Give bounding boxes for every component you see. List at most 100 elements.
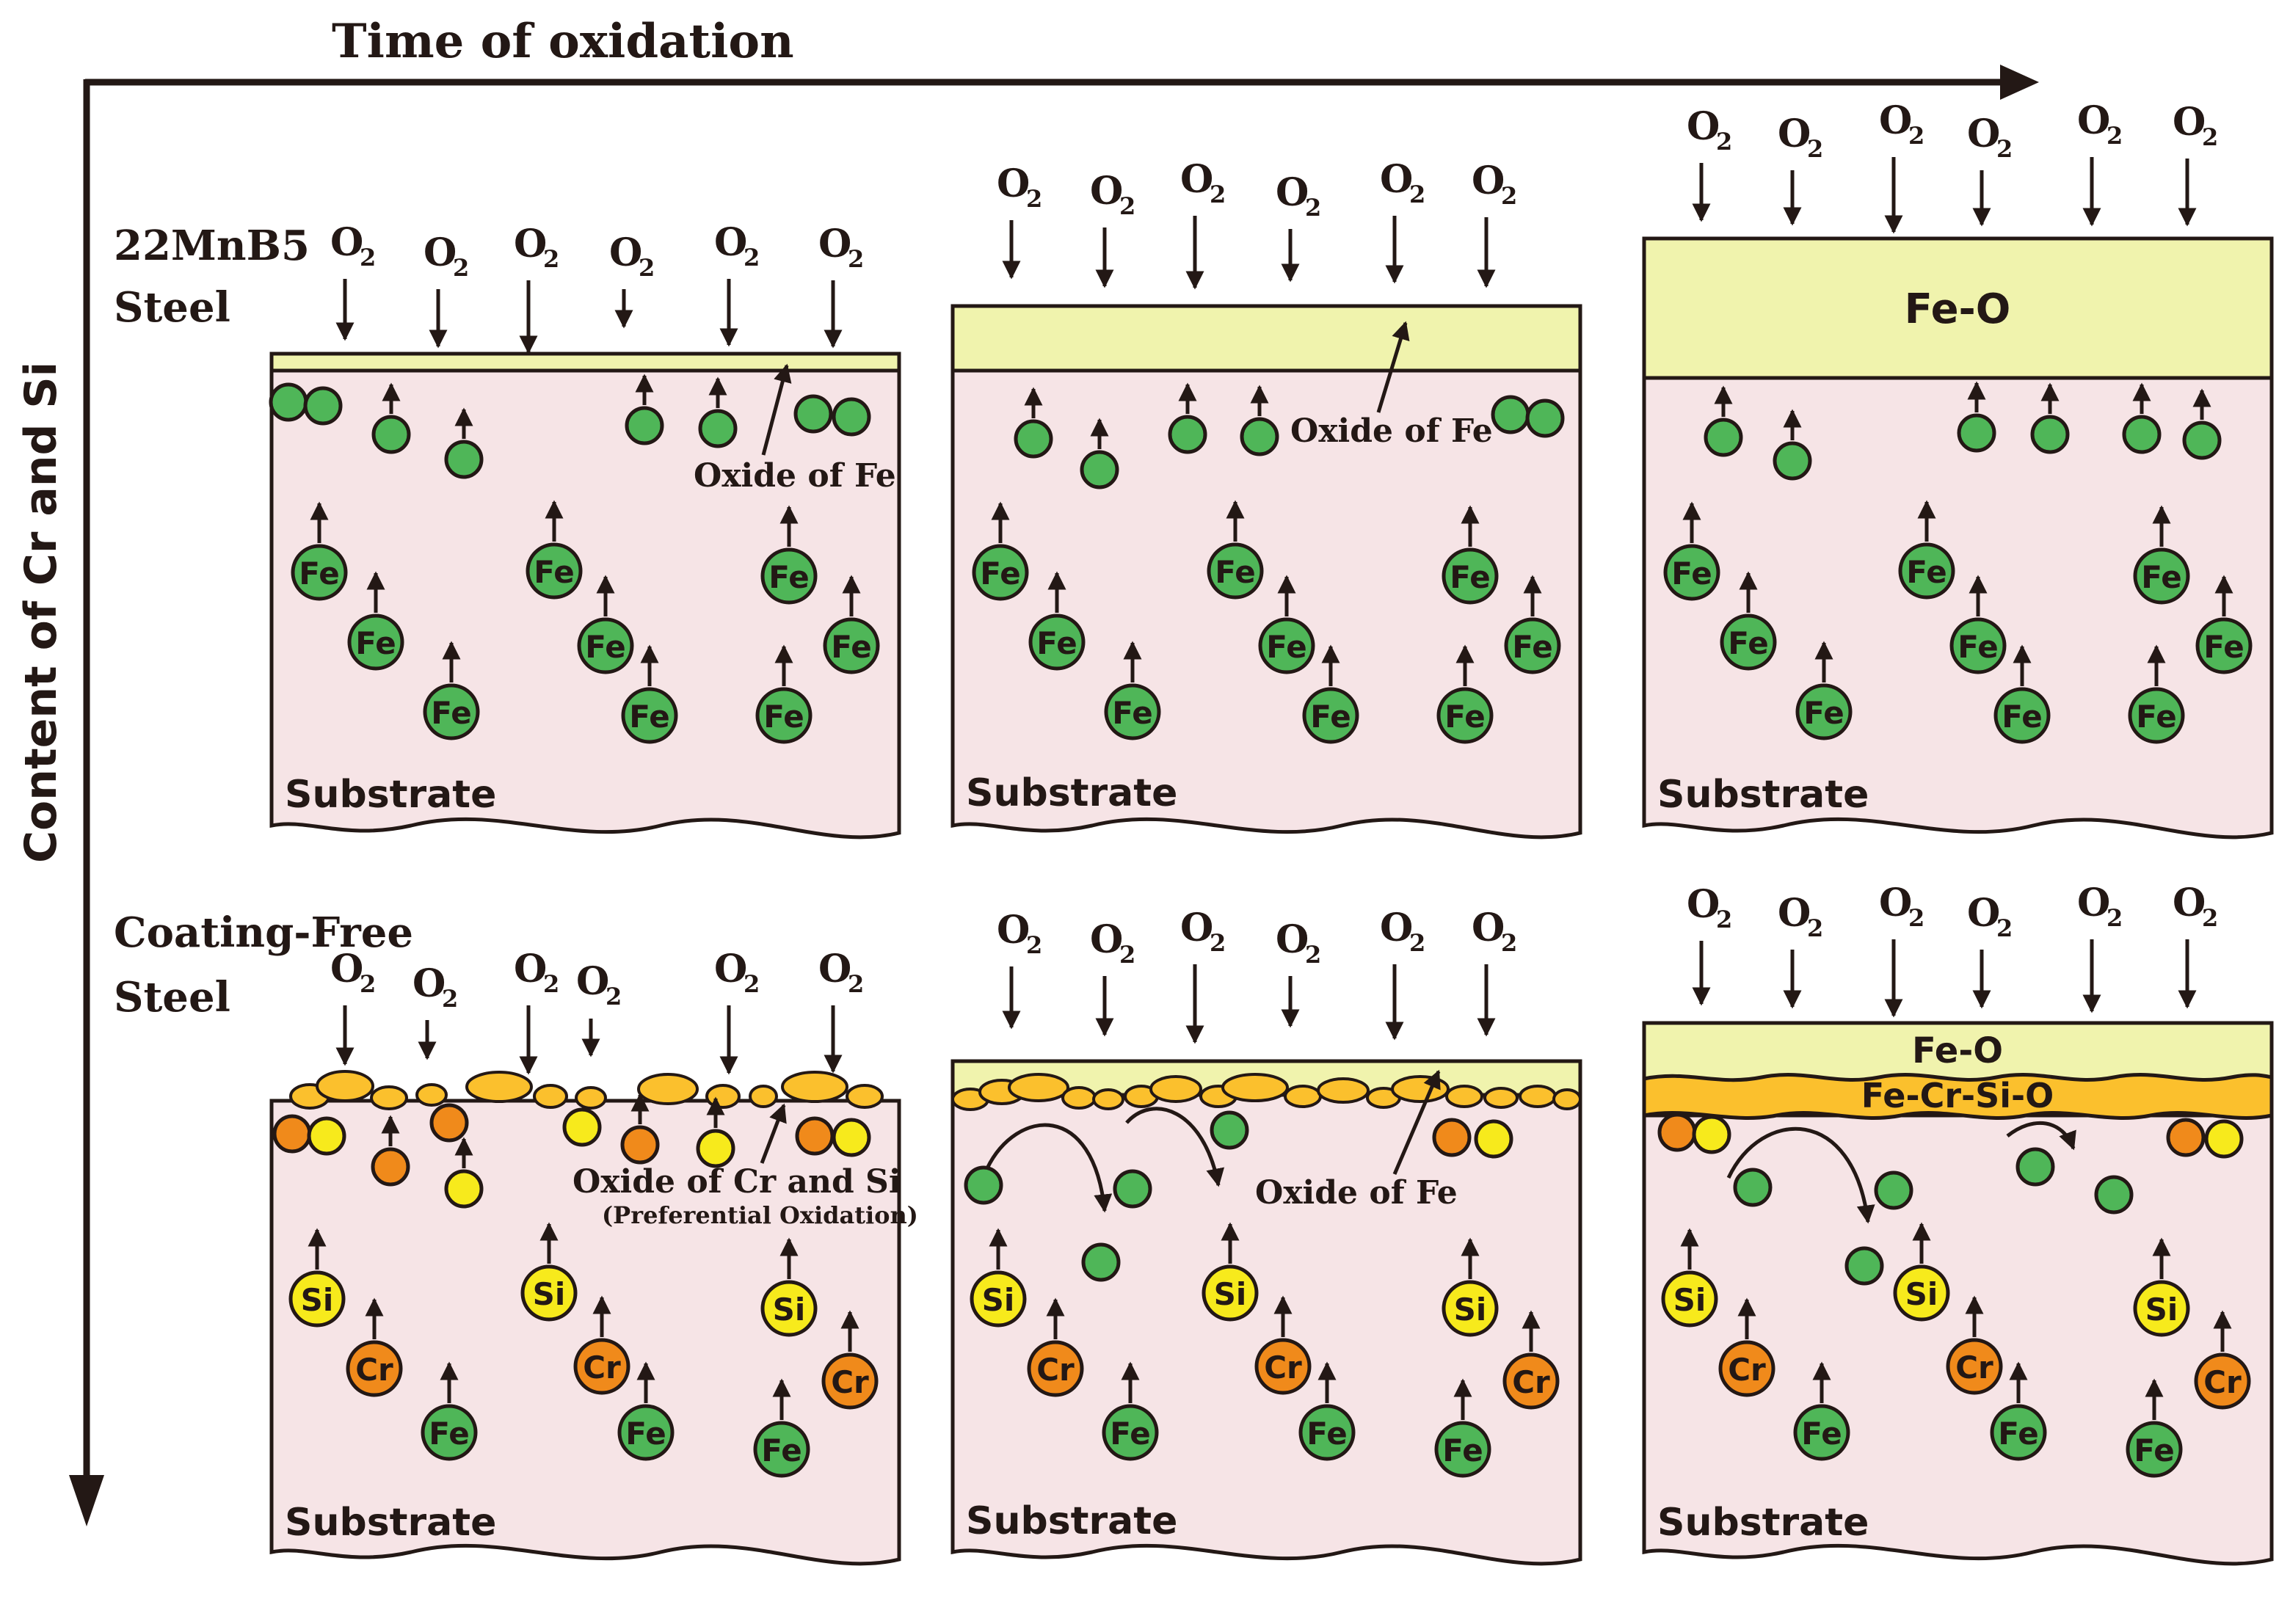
iron-atom-icon: Fe (1207, 500, 1264, 600)
svg-text:O: O (412, 961, 446, 1006)
fe-oxide-film (950, 304, 1582, 373)
svg-text:O: O (2173, 100, 2206, 145)
silicon-small-atom-icon (562, 1107, 602, 1147)
fe-oxide-annotation: Oxide of Fe (1255, 1174, 1458, 1212)
silicon-atom-icon: Si (760, 1237, 818, 1337)
svg-text:Fe: Fe (2203, 629, 2244, 665)
iron-atom-icon: Fe (1104, 641, 1161, 740)
x-axis-arrowhead (2000, 65, 2039, 100)
annotation-pointer (761, 363, 792, 456)
svg-text:Si: Si (533, 1276, 566, 1312)
oxygen-molecule-icon: O2 (514, 947, 559, 1075)
svg-text:2: 2 (1119, 941, 1135, 969)
iron-atom-icon: Fe (577, 575, 634, 674)
svg-text:O: O (1380, 157, 1413, 202)
svg-text:O: O (1879, 98, 1912, 143)
svg-text:O: O (2077, 881, 2110, 925)
oxygen-molecule-icon: O2 (412, 961, 458, 1060)
svg-text:Fe: Fe (2136, 699, 2176, 735)
iron-atom-icon: Fe (291, 501, 348, 601)
iron-small-atom-icon (1240, 385, 1279, 456)
oxygen-molecule-icon: O2 (818, 947, 864, 1074)
iron-atom-icon: Fe (1949, 575, 2007, 674)
svg-text:Fe: Fe (763, 699, 804, 735)
chromium-atom-icon: Cr (1718, 1297, 1775, 1397)
oxygen-molecule-icon: O2 (609, 230, 655, 329)
oxygen-molecule-icon: O2 (1090, 169, 1135, 288)
iron-atom-icon: Fe (1793, 1361, 1850, 1461)
preferential-oxidation-note: (Preferential Oxidation) (602, 1201, 918, 1229)
fe-oxide-film (269, 352, 901, 373)
svg-text:Fe: Fe (299, 556, 339, 591)
svg-text:2: 2 (1716, 128, 1732, 156)
y-axis-arrowhead (69, 1475, 104, 1526)
svg-text:O: O (1778, 891, 1811, 936)
chromium-small-atom-icon (371, 1115, 410, 1187)
silicon-small-atom-icon (1692, 1115, 1731, 1154)
oxygen-molecule-icon: O2 (1967, 891, 2013, 1009)
silicon-atom-icon: Si (520, 1222, 578, 1322)
svg-text:Fe: Fe (1036, 625, 1077, 661)
iron-atom-icon: Fe (2133, 505, 2190, 605)
svg-text:O: O (1879, 881, 1912, 925)
svg-text:O: O (1687, 882, 1720, 927)
svg-text:2: 2 (1210, 181, 1226, 208)
svg-text:Fe: Fe (1998, 1416, 2038, 1452)
iron-atom-icon: Fe (1434, 1378, 1491, 1478)
svg-text:O: O (1276, 170, 1309, 215)
svg-text:Cr: Cr (1512, 1364, 1550, 1400)
chromium-small-atom-icon (2166, 1118, 2206, 1157)
svg-text:Si: Si (1673, 1282, 1706, 1318)
svg-text:2: 2 (1026, 185, 1042, 213)
svg-text:O: O (1687, 104, 1720, 149)
iron-small-atom-icon (1773, 409, 1812, 481)
iron-atom-icon: Fe (2128, 644, 2185, 744)
substrate-label: Substrate (1657, 1501, 1869, 1545)
iron-small-atom-icon (1704, 385, 1743, 457)
oxygen-molecule-icon: O2 (1276, 170, 1321, 283)
oxygen-molecule-icon: O2 (1090, 917, 1135, 1037)
fe-o-scale-label: Fe-O (1912, 1030, 2003, 1071)
svg-text:O: O (1967, 891, 2000, 936)
svg-text:2: 2 (1996, 914, 2013, 942)
substrate-block (269, 368, 901, 840)
svg-text:2: 2 (1807, 914, 1823, 942)
iron-small-atom-icon (1081, 1242, 1121, 1282)
iron-atom-icon: Fe (1028, 571, 1086, 671)
svg-text:Fe: Fe (1671, 556, 1712, 591)
svg-text:Si: Si (2145, 1292, 2178, 1328)
silicon-small-atom-icon (2204, 1119, 2244, 1159)
chromium-atom-icon: Cr (1502, 1310, 1560, 1410)
svg-text:Fe: Fe (1450, 559, 1490, 595)
svg-text:Cr: Cr (1955, 1350, 1993, 1386)
silicon-atom-icon: Si (1661, 1228, 1718, 1328)
substrate-label: Substrate (966, 771, 1177, 815)
svg-text:Fe: Fe (1728, 625, 1768, 661)
svg-text:Fe: Fe (625, 1416, 666, 1452)
svg-text:O: O (514, 947, 547, 991)
svg-text:O: O (1090, 917, 1123, 962)
iron-atom-icon: Fe (2126, 1378, 2183, 1478)
svg-text:2: 2 (1210, 929, 1226, 957)
silicon-atom-icon: Si (970, 1228, 1027, 1328)
iron-atom-icon: Fe (1663, 501, 1720, 601)
atom-group: FeFeFeFeFeFeFeFeFeFeFeFeFeFeFeFeFeFeFeFe… (269, 374, 2253, 1478)
iron-atom-icon: Fe (823, 575, 880, 674)
iron-small-atom-icon (1210, 1110, 1249, 1150)
iron-atom-icon: Fe (1258, 575, 1315, 674)
iron-small-atom-icon (793, 394, 833, 434)
svg-text:Fe: Fe (1958, 629, 1998, 665)
svg-text:2: 2 (744, 970, 760, 998)
oxygen-molecule-icon: O2 (1879, 881, 1924, 1018)
iron-small-atom-icon (1874, 1170, 1913, 1210)
chromium-small-atom-icon (272, 1114, 312, 1154)
oxygen-molecule-icon: O2 (2173, 100, 2218, 227)
oxygen-molecule-icon: O2 (424, 230, 469, 349)
iron-small-atom-icon (1168, 382, 1207, 454)
svg-text:Si: Si (1454, 1292, 1487, 1328)
chromium-small-atom-icon (620, 1093, 660, 1165)
iron-small-atom-icon (698, 376, 738, 448)
oxygen-molecule-icon: O2 (1967, 112, 2013, 227)
svg-text:2: 2 (1908, 122, 1924, 150)
